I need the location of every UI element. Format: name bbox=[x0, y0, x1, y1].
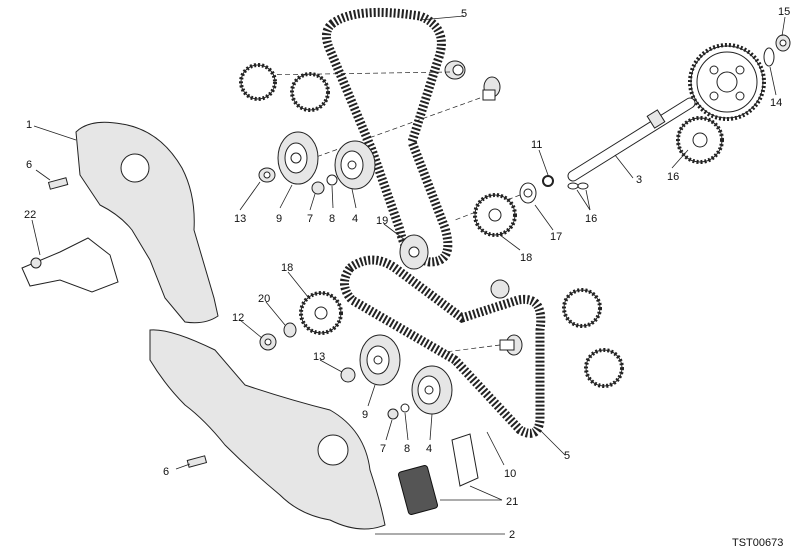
callout-22: 22 bbox=[24, 209, 36, 221]
callout-1: 1 bbox=[26, 119, 32, 131]
callout-10: 10 bbox=[504, 468, 516, 480]
upper-belt-assembly bbox=[239, 7, 517, 270]
callout-17: 17 bbox=[550, 231, 562, 243]
callout-12: 12 bbox=[232, 312, 244, 324]
callout-21: 21 bbox=[506, 496, 518, 508]
circlip-11 bbox=[542, 175, 554, 187]
callout-3: 3 bbox=[636, 174, 642, 186]
callout-6-upper: 6 bbox=[26, 159, 32, 171]
callout-19: 19 bbox=[376, 215, 388, 227]
bracket-10 bbox=[451, 433, 479, 487]
sensor-22 bbox=[21, 237, 119, 293]
callout-4-lower: 4 bbox=[426, 443, 432, 455]
upper-cover-1 bbox=[75, 121, 219, 324]
callout-11: 11 bbox=[531, 139, 542, 151]
callout-5-upper: 5 bbox=[461, 8, 467, 20]
timing-belt-lower bbox=[340, 255, 546, 438]
callout-14: 14 bbox=[770, 97, 782, 109]
pad-21 bbox=[397, 465, 439, 515]
callout-15: 15 bbox=[778, 6, 790, 18]
timing-belt-upper bbox=[322, 7, 453, 267]
callout-13-upper: 13 bbox=[234, 213, 246, 225]
callout-9-upper: 9 bbox=[276, 213, 282, 225]
lower-belt-assembly bbox=[259, 255, 624, 438]
callout-7-upper: 7 bbox=[307, 213, 313, 225]
covers bbox=[21, 121, 479, 530]
lower-cover-2 bbox=[149, 329, 386, 530]
callout-18-upper: 18 bbox=[520, 252, 532, 264]
callout-13-lower: 13 bbox=[313, 351, 325, 363]
callout-8-lower: 8 bbox=[404, 443, 410, 455]
washer-14 bbox=[763, 47, 775, 67]
camshaft-assembly bbox=[454, 34, 791, 221]
callout-6-lower: 6 bbox=[163, 466, 169, 478]
callout-4-upper: 4 bbox=[352, 213, 358, 225]
callout-7-lower: 7 bbox=[380, 443, 386, 455]
callout-16-keys: 16 bbox=[585, 213, 597, 225]
callout-20: 20 bbox=[258, 293, 270, 305]
callout-5-lower: 5 bbox=[564, 450, 570, 462]
leader-lines bbox=[31, 15, 786, 535]
diagram-code: TST00673 bbox=[732, 537, 783, 549]
callout-8-upper: 8 bbox=[329, 213, 335, 225]
callout-18-lower: 18 bbox=[281, 262, 293, 274]
callout-2: 2 bbox=[509, 529, 515, 541]
callout-16-gear: 16 bbox=[667, 171, 679, 183]
callout-9-lower: 9 bbox=[362, 409, 368, 421]
callout-labels: 1 2 3 4 4 5 5 6 6 7 7 8 8 9 9 10 11 12 1… bbox=[24, 6, 790, 541]
